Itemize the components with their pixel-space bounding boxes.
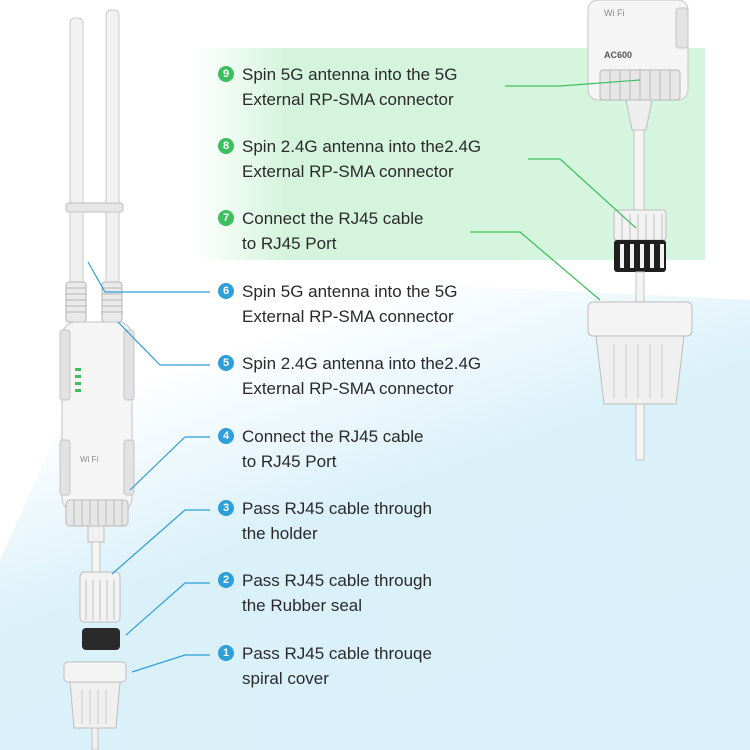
right-device-wifi-label: Wi Fi — [604, 8, 625, 18]
step-9-line1: Spin 5G antenna into the 5G — [242, 65, 458, 84]
status-leds — [75, 368, 81, 392]
right-device-model-label: AC600 — [604, 50, 632, 60]
spiral-cover — [63, 661, 127, 683]
step-5: 5 Spin 2.4G antenna into the2.4G Externa… — [218, 351, 481, 401]
step-6-line1: Spin 5G antenna into the 5G — [242, 282, 458, 301]
rubber-seal — [82, 628, 120, 650]
step-6-line2: External RP-SMA connector — [242, 307, 454, 326]
step-2-line2: the Rubber seal — [242, 596, 363, 615]
step-7-line1: Connect the RJ45 cable — [242, 209, 424, 228]
step-8: 8 Spin 2.4G antenna into the2.4G Externa… — [218, 134, 481, 184]
step-6-badge: 6 — [218, 283, 234, 299]
antenna-clip — [65, 202, 124, 213]
step-3-badge: 3 — [218, 500, 234, 516]
step-2: 2 Pass RJ45 cable through the Rubber sea… — [218, 568, 432, 618]
device-wifi-label: Wi Fi — [80, 455, 98, 464]
step-7-line2: to RJ45 Port — [242, 234, 337, 253]
step-1-badge: 1 — [218, 645, 234, 661]
right-device: Wi Fi AC600 — [587, 0, 693, 461]
step-5-line2: External RP-SMA connector — [242, 379, 454, 398]
step-5-line1: Spin 2.4G antenna into the2.4G — [242, 354, 482, 373]
step-1: 1 Pass RJ45 cable throuqe spiral cover — [218, 641, 432, 691]
step-4: 4 Connect the RJ45 cable to RJ45 Port — [218, 424, 423, 474]
step-9-badge: 9 — [218, 66, 234, 82]
step-4-line2: to RJ45 Port — [242, 452, 337, 471]
step-9: 9 Spin 5G antenna into the 5G External R… — [218, 62, 458, 112]
right-spiral-cover — [587, 301, 693, 337]
step-3-line2: the holder — [242, 524, 318, 543]
step-1-line2: spiral cover — [242, 669, 329, 688]
step-7: 7 Connect the RJ45 cable to RJ45 Port — [218, 206, 423, 256]
callout-lines — [87, 79, 641, 673]
step-4-badge: 4 — [218, 428, 234, 444]
step-2-line1: Pass RJ45 cable through — [242, 571, 432, 590]
device-body — [61, 321, 133, 513]
antenna-right — [105, 9, 120, 209]
step-8-badge: 8 — [218, 138, 234, 154]
step-2-badge: 2 — [218, 572, 234, 588]
step-1-line1: Pass RJ45 cable throuqe — [242, 644, 432, 663]
step-6: 6 Spin 5G antenna into the 5G External R… — [218, 279, 458, 329]
step-7-badge: 7 — [218, 210, 234, 226]
step-5-badge: 5 — [218, 355, 234, 371]
step-9-line2: External RP-SMA connector — [242, 90, 454, 109]
step-4-line1: Connect the RJ45 cable — [242, 427, 424, 446]
step-8-line2: External RP-SMA connector — [242, 162, 454, 181]
step-3: 3 Pass RJ45 cable through the holder — [218, 496, 432, 546]
step-3-line1: Pass RJ45 cable through — [242, 499, 432, 518]
antenna-left — [69, 17, 84, 209]
step-8-line1: Spin 2.4G antenna into the2.4G — [242, 137, 482, 156]
left-device: Wi Fi — [59, 9, 135, 750]
